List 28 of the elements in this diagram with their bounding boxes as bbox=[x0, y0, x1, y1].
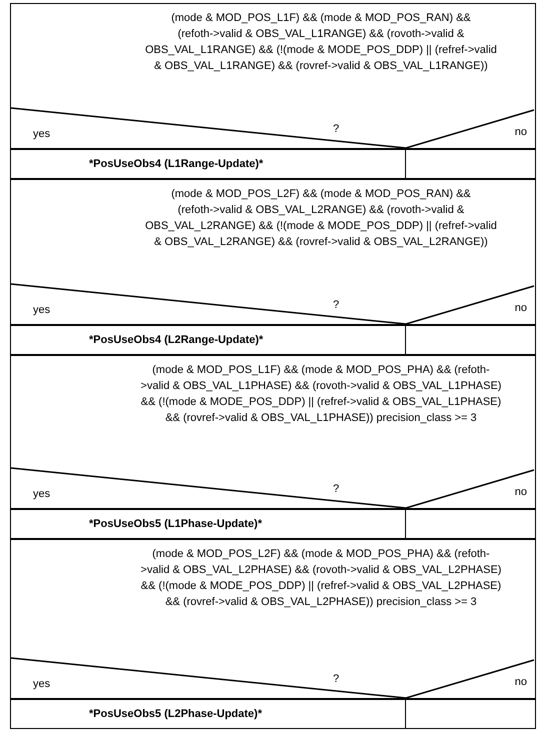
no-label: no bbox=[514, 126, 527, 138]
condition-text: (mode & MOD_POS_L1F) && (mode & MOD_POS_RAN) && (refoth->valid & OBS_VAL_L1RANGE) && (rovoth->valid & OBS_VAL_L1RANGE) && (!(mode & MODE_POS_DDP) || (refref->valid & OBS_VAL_L1RANGE) && (rovref->valid & OBS_VAL_L1RANGE)) bbox=[144, 11, 498, 74]
process-block bbox=[10, 325, 406, 355]
process-text: *PosUseObs5 (L1Phase-Update)* bbox=[89, 518, 262, 530]
condition-text: (mode & MOD_POS_L2F) && (mode & MOD_POS_PHA) && (refoth->valid & OBS_VAL_L2PHASE) && (rovoth->valid & OBS_VAL_L2PHASE) && (!(mode & MODE_POS_DDP) || (refref->valid & OBS_VAL_L2PHASE) && (rovref->valid & OBS_VAL_L2PHASE)) precision_class >= 3 bbox=[140, 547, 502, 610]
process-text: *PosUseObs5 (L2Phase-Update)* bbox=[89, 708, 262, 720]
yes-label: yes bbox=[33, 128, 50, 140]
no-label: no bbox=[514, 486, 527, 498]
decision-block bbox=[10, 179, 536, 325]
question-mark: ? bbox=[332, 673, 340, 685]
process-block bbox=[10, 699, 406, 729]
process-block bbox=[10, 509, 406, 539]
decision-block bbox=[10, 539, 536, 699]
process-text: *PosUseObs4 (L2Range-Update)* bbox=[89, 334, 264, 346]
no-label: no bbox=[514, 676, 527, 688]
question-mark: ? bbox=[332, 483, 340, 495]
decision-block bbox=[10, 3, 536, 149]
yes-label: yes bbox=[33, 304, 50, 316]
yes-label: yes bbox=[33, 488, 50, 500]
yes-label: yes bbox=[33, 678, 50, 690]
condition-text: (mode & MOD_POS_L1F) && (mode & MOD_POS_PHA) && (refoth->valid & OBS_VAL_L1PHASE) && (rovoth->valid & OBS_VAL_L1PHASE) && (!(mode & MODE_POS_DDP) || (refref->valid & OBS_VAL_L1PHASE) && (rovref->valid & OBS_VAL_L1PHASE)) precision_class >= 3 bbox=[140, 363, 502, 426]
question-mark: ? bbox=[332, 123, 340, 135]
decision-block bbox=[10, 355, 536, 509]
process-block bbox=[10, 149, 406, 179]
condition-text: (mode & MOD_POS_L2F) && (mode & MOD_POS_RAN) && (refoth->valid & OBS_VAL_L2RANGE) && (rovoth->valid & OBS_VAL_L2RANGE) && (!(mode & MODE_POS_DDP) || (refref->valid & OBS_VAL_L2RANGE) && (rovref->valid & OBS_VAL_L2RANGE)) bbox=[144, 187, 498, 250]
question-mark: ? bbox=[332, 299, 340, 311]
no-label: no bbox=[514, 302, 527, 314]
process-text: *PosUseObs4 (L1Range-Update)* bbox=[89, 158, 264, 170]
